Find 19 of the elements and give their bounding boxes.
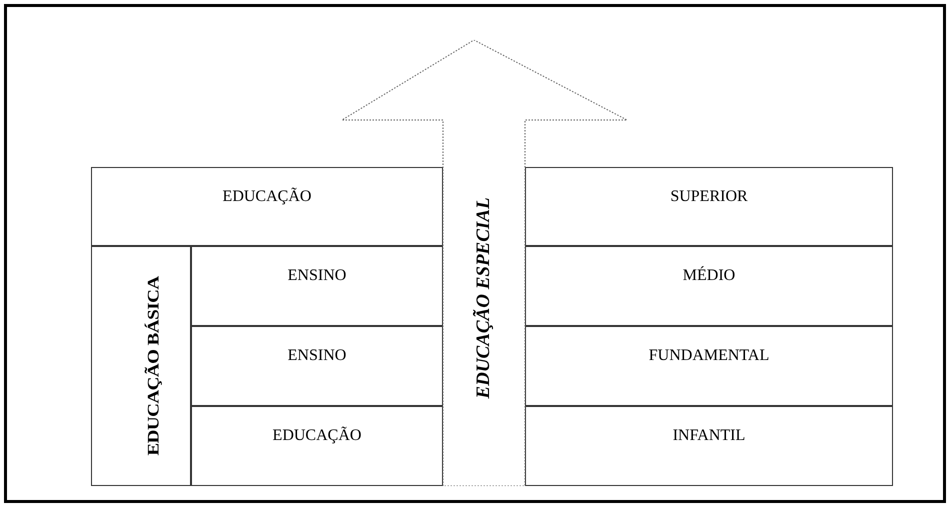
level-cell: [525, 326, 893, 406]
group-cell: [91, 246, 191, 486]
level-cell: [525, 406, 893, 486]
vertical-text: EDUCAÇÃO ESPECIAL: [472, 197, 495, 399]
level-cell: [191, 406, 443, 486]
cell-text: INFANTIL: [672, 426, 746, 446]
level-cell: [191, 246, 443, 326]
cell-text: FUNDAMENTAL: [648, 346, 770, 366]
cell-text: EDUCAÇÃO: [222, 187, 312, 207]
cell-text: EDUCAÇÃO: [272, 426, 362, 446]
cell-text: MÉDIO: [682, 266, 736, 286]
level-cell: [525, 167, 893, 246]
level-cell: [91, 167, 443, 246]
level-cell: [525, 246, 893, 326]
cell-text: ENSINO: [288, 346, 346, 366]
vertical-text: EDUCAÇÃO BÁSICA: [144, 276, 164, 456]
cell-text: ENSINO: [288, 266, 346, 286]
level-cell: [191, 326, 443, 406]
cell-text: SUPERIOR: [670, 187, 748, 207]
